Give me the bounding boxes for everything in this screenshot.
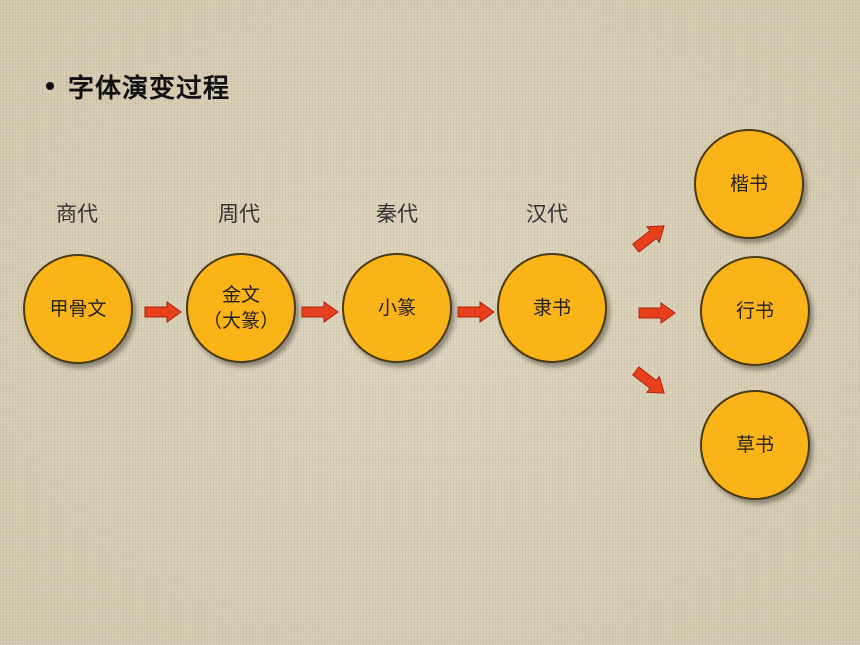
node-label: 甲骨文 [49, 298, 107, 320]
arrow-right-icon [638, 302, 676, 324]
arrow-right-icon [301, 301, 339, 323]
node-kaishu: 楷书 [694, 129, 804, 239]
arrow-up-right-icon [632, 225, 665, 253]
era-qin: 秦代 [376, 202, 418, 226]
bullet-icon [46, 82, 54, 90]
node-xingshu: 行书 [700, 256, 810, 366]
node-label: 楷书 [729, 173, 768, 195]
node-caoshu: 草书 [700, 390, 810, 500]
title-text: 字体演变过程 [68, 73, 231, 104]
arrow-right-icon [457, 301, 495, 323]
node-label: 小篆 [377, 297, 416, 319]
node-label: 行书 [735, 300, 774, 322]
node-xiaozhuan: 小篆 [342, 253, 452, 363]
era-han: 汉代 [526, 202, 568, 226]
node-jiaguwen: 甲骨文 [23, 254, 133, 364]
era-shang: 商代 [56, 202, 98, 226]
node-sublabel: （大篆） [202, 310, 279, 332]
node-label: 金文 [221, 284, 260, 306]
node-label: 草书 [735, 434, 774, 456]
node-jinwen: 金文 （大篆） [186, 253, 296, 363]
node-lishu: 隶书 [497, 253, 607, 363]
slide-title: 字体演变过程 [46, 66, 230, 106]
node-label: 隶书 [532, 297, 571, 319]
era-zhou: 周代 [218, 202, 260, 226]
arrow-down-right-icon [632, 366, 665, 394]
arrow-right-icon [144, 301, 182, 323]
